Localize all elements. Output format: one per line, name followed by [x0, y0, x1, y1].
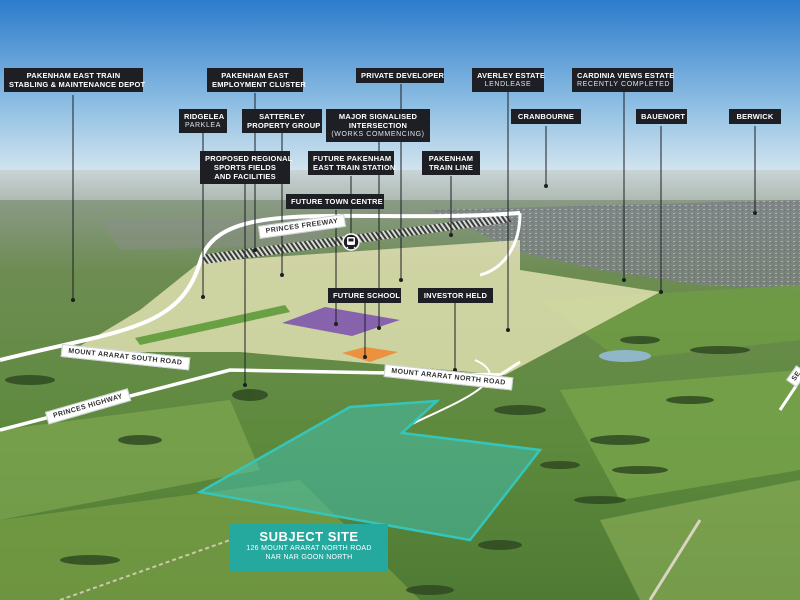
- callout-subtext: RECENTLY COMPLETED: [577, 81, 671, 88]
- callout-future-train-station: FUTURE PAKENHAM EAST TRAIN STATION: [308, 151, 396, 175]
- water-dam: [599, 350, 651, 362]
- subject-site-title: SUBJECT SITE: [259, 529, 359, 544]
- callout-text: BERWICK: [736, 112, 774, 121]
- callout-future-school: FUTURE SCHOOL: [328, 288, 401, 303]
- callout-subtext: LENDLEASE: [484, 81, 532, 88]
- callout-text: AND FACILITIES: [214, 172, 276, 181]
- urban-area: [430, 200, 800, 290]
- callout-berwick: BERWICK: [729, 109, 781, 124]
- callout-text: MAJOR SIGNALISED: [338, 112, 418, 121]
- callout-train-depot: PAKENHAM EAST TRAIN STABLING & MAINTENAN…: [4, 68, 146, 92]
- train-icon: [342, 233, 360, 251]
- callout-text: INTERSECTION: [348, 121, 408, 130]
- local-road: [409, 359, 491, 426]
- callout-text: AVERLEY ESTATE: [477, 71, 546, 80]
- callout-subtext: PARKLEA: [185, 122, 221, 129]
- callout-text: INVESTOR HELD: [423, 291, 488, 300]
- subject-site-address: 126 MOUNT ARARAT NORTH ROAD: [246, 545, 372, 552]
- callout-text: PROPOSED REGIONAL: [205, 154, 293, 163]
- tree-lines: [5, 336, 750, 595]
- callout-regional-sports-fields: PROPOSED REGIONAL SPORTS FIELDS AND FACI…: [200, 151, 293, 184]
- paddock: [0, 400, 260, 520]
- callout-text: PAKENHAM EAST: [221, 71, 289, 80]
- callout-cranbourne: CRANBOURNE: [511, 109, 581, 124]
- paddock: [600, 480, 800, 600]
- subject-site-boundary: [196, 399, 543, 542]
- callout-bauenort: BAUENORT: [636, 109, 687, 124]
- callout-text: EAST TRAIN STATION: [313, 163, 396, 172]
- callout-text: CARDINIA VIEWS ESTATE: [577, 71, 675, 80]
- callout-private-developer: PRIVATE DEVELOPER: [356, 68, 444, 83]
- subject-site-label: SUBJECT SITE 126 MOUNT ARARAT NORTH ROAD…: [230, 524, 388, 572]
- callout-text: TRAIN LINE: [428, 163, 474, 172]
- princes-freeway: [0, 211, 521, 362]
- callout-text: BAUENORT: [641, 112, 686, 121]
- callout-averley-estate: AVERLEY ESTATE LENDLEASE: [472, 68, 546, 92]
- callout-text: PAKENHAM EAST TRAIN: [26, 71, 121, 80]
- callout-text: PROPERTY GROUP: [247, 121, 321, 130]
- callout-text: CRANBOURNE: [517, 112, 575, 121]
- green-corridor: [135, 305, 290, 345]
- future-school-area: [342, 347, 398, 362]
- callout-text: PRIVATE DEVELOPER: [361, 71, 445, 80]
- future-town-centre-area: [282, 307, 400, 336]
- gravel-road: [648, 519, 702, 600]
- leader-dots: [71, 184, 757, 387]
- subject-site-locality: NAR NAR GOON NORTH: [265, 554, 353, 561]
- callout-text: STABLING & MAINTENANCE DEPOT: [9, 80, 146, 89]
- callout-text: PAKENHAM: [428, 154, 474, 163]
- callout-text: EMPLOYMENT CLUSTER: [212, 80, 307, 89]
- callout-text: SPORTS FIELDS: [213, 163, 277, 172]
- callout-future-town-centre: FUTURE TOWN CENTRE: [286, 194, 384, 209]
- callout-pakenham-train-line: PAKENHAM TRAIN LINE: [422, 151, 480, 175]
- callout-ridgelea: RIDGELEA PARKLEA: [179, 109, 227, 133]
- callout-text: SATTERLEY: [259, 112, 305, 121]
- callout-cardinia-views: CARDINIA VIEWS ESTATE RECENTLY COMPLETED: [572, 68, 675, 92]
- callout-text: FUTURE TOWN CENTRE: [291, 197, 383, 206]
- callout-subtext: (WORKS COMMENCING): [331, 131, 425, 138]
- callout-employment-cluster: PAKENHAM EAST EMPLOYMENT CLUSTER: [207, 68, 307, 92]
- callout-text: FUTURE SCHOOL: [333, 291, 401, 300]
- callout-text: FUTURE PAKENHAM: [313, 154, 392, 163]
- callout-text: RIDGELEA: [184, 112, 225, 121]
- callout-investor-held: INVESTOR HELD: [418, 288, 493, 303]
- callout-satterley: SATTERLEY PROPERTY GROUP: [242, 109, 322, 133]
- callout-major-intersection: MAJOR SIGNALISED INTERSECTION (WORKS COM…: [326, 109, 430, 142]
